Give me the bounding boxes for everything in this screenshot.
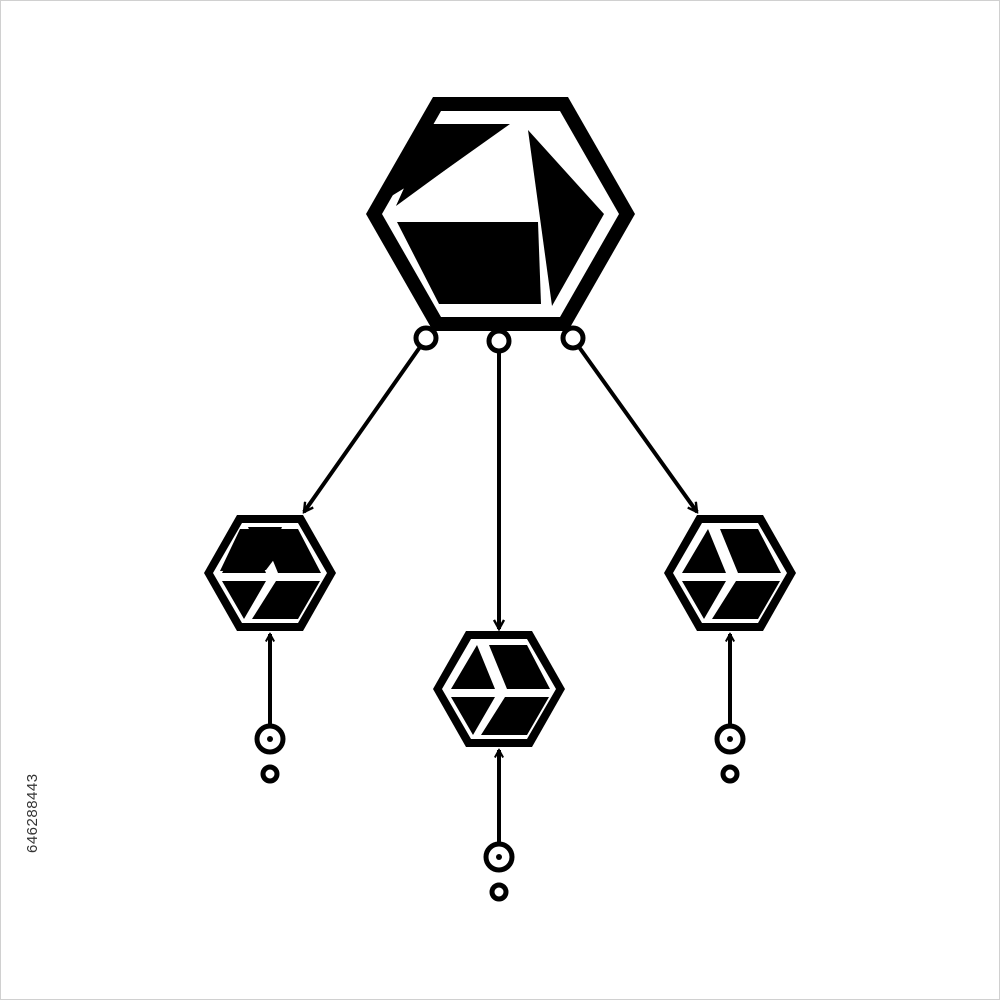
cube-face-topright: [260, 529, 321, 573]
input-stems: [270, 634, 730, 843]
terminal-center: [483, 841, 515, 902]
cube-face-left: [222, 529, 266, 573]
cube-icon: [682, 529, 781, 619]
cube-icon: [385, 124, 604, 306]
cube-face-top: [396, 124, 508, 206]
cube-face-bottomleft: [222, 581, 266, 619]
cube-face-left: [451, 645, 495, 689]
cube-face-bottomright: [712, 581, 780, 619]
cube-icon: [220, 527, 321, 619]
child-node-right: [664, 515, 796, 631]
cube-face-bottom: [397, 222, 541, 304]
cube-face-bottomleft: [451, 697, 495, 735]
cube-face-topright: [720, 529, 781, 573]
stock-id-text: 646288443: [24, 773, 41, 853]
child-node-center: [433, 631, 565, 747]
cube-face-bottomleft: [682, 581, 726, 619]
terminal-right: [714, 723, 746, 784]
cube-face-bottomright: [481, 697, 549, 735]
cube-icon: [451, 645, 550, 735]
child-node-left: [204, 515, 336, 631]
cube-face-right: [528, 130, 604, 306]
arrow-to-left-child: [302, 345, 422, 512]
root-port-center: [486, 328, 512, 354]
terminals: [254, 723, 746, 902]
cube-face-topright: [489, 645, 550, 689]
cube-face-left: [682, 529, 726, 573]
root-port-right: [560, 325, 586, 351]
root-node: [366, 97, 635, 354]
terminal-left: [254, 723, 286, 784]
cube-face-bottomright: [252, 581, 320, 619]
connectors: [302, 345, 699, 629]
arrow-to-right-child: [577, 345, 699, 512]
root-port-left: [413, 325, 439, 351]
